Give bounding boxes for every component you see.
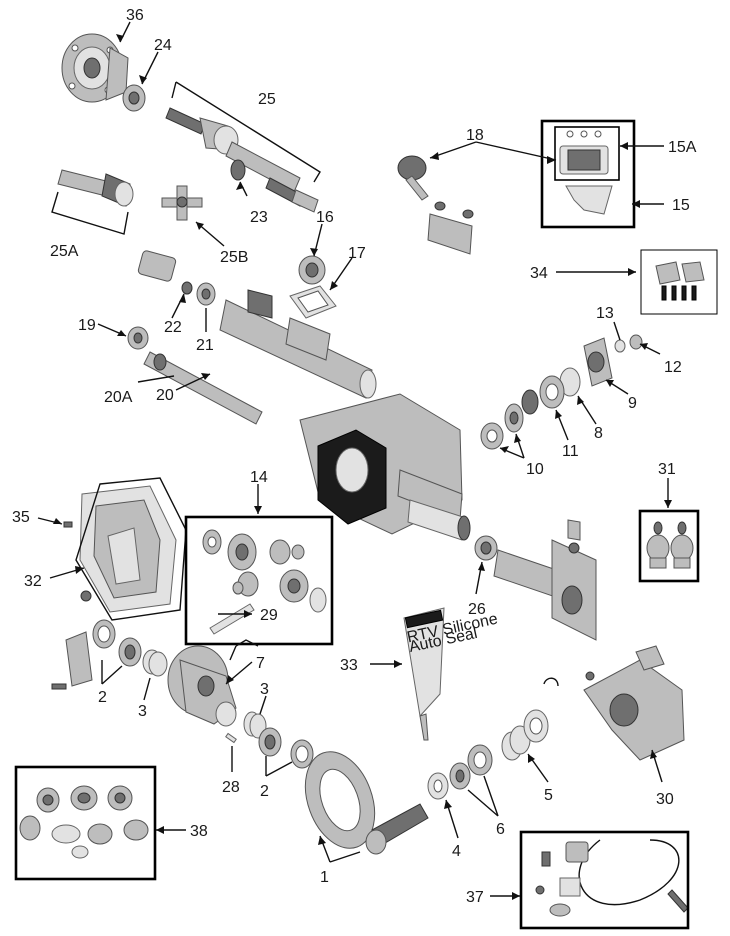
axle-tube-bushing [298,255,326,285]
callout-20a: 20A [104,389,133,406]
master-overhaul-kit-box [14,765,157,881]
rtv-silicone-tube: RTV Silicone Auto Seal [403,607,499,741]
outer-axle-shaft [165,107,319,213]
inner-axle-shaft [57,169,134,207]
callout-3-left: 3 [138,703,147,720]
callout-16: 16 [316,209,334,226]
callout-31: 31 [658,461,676,478]
cover-bolt [63,521,73,528]
callout-19: 19 [78,317,96,334]
shift-fork-inner-box [554,126,620,181]
callout-4: 4 [452,843,461,860]
snap-ring [543,677,559,687]
spider-gear-kit-parts [202,529,327,635]
callout-13: 13 [596,305,614,322]
side-bearing-cap [51,631,93,690]
callout-8: 8 [594,425,603,442]
pinion-bearing-races [449,744,493,790]
u-joint-cross [161,185,203,221]
vacuum-shift-motor [397,155,474,255]
ring-and-pinion-gear-set [304,751,429,855]
shift-fork-kit-box [540,119,636,229]
callout-1: 1 [320,869,329,886]
vacuum-disconnect-kit-parts [535,839,689,917]
callout-36: 36 [126,7,144,24]
callout-30: 30 [656,791,674,808]
callout-9: 9 [628,395,637,412]
roll-pin [225,732,237,744]
callout-14: 14 [250,469,268,486]
bearing-cap-kit-parts [655,261,705,301]
callout-15a: 15A [668,139,697,156]
differential-case [167,645,237,727]
callout-33: 33 [340,657,358,674]
pinion-depth-shim [427,772,449,800]
callout-28: 28 [222,779,240,796]
ball-joints [646,521,694,569]
callout-26: 26 [468,601,486,618]
callout-24: 24 [154,37,172,54]
callout-29: 29 [260,607,278,624]
shift-fork-kit-parts [559,130,613,215]
callout-35: 35 [12,509,30,526]
hub-bearing-assembly [61,33,129,103]
callout-10: 10 [526,461,544,478]
axle-tube-assembly [219,289,377,399]
axle-shaft-seal [122,84,146,112]
callout-3-right: 3 [260,681,269,698]
vacuum-motor-gasket [289,285,337,319]
callout-20: 20 [156,387,174,404]
differential-side-bearings-right [243,711,314,769]
master-overhaul-kit-parts [19,785,149,859]
crush-sleeve [501,709,549,761]
differential-housing [299,393,471,541]
arrowheads [53,34,672,900]
callout-15: 15 [672,197,690,214]
spider-gear-kit-box [184,515,334,646]
stub-shaft-seal [230,159,246,181]
callout-6: 6 [496,821,505,838]
callout-37: 37 [466,889,484,906]
callout-5: 5 [544,787,553,804]
callout-22: 22 [164,319,182,336]
bearing-cap-kit-box [640,249,718,315]
callout-12: 12 [664,359,682,376]
callout-25a: 25A [50,243,79,260]
callout-25b: 25B [220,249,248,266]
callout-32: 32 [24,573,42,590]
steering-knuckle [583,645,685,761]
callout-7: 7 [256,655,265,672]
differential-cover [75,477,187,621]
callout-21: 21 [196,337,214,354]
intermediate-shaft-bearings [127,250,216,350]
differential-side-bearings-left [92,619,168,677]
callout-38: 38 [190,823,208,840]
callout-34: 34 [530,265,548,282]
callout-11: 11 [562,443,579,460]
vacuum-disconnect-kit-box [519,830,690,930]
callout-18: 18 [466,127,484,144]
inner-axle-seal [474,535,498,561]
callout-25: 25 [258,91,276,108]
passenger-side-axle-tube [493,519,597,641]
callout-17: 17 [348,245,366,262]
pinion-yoke [583,334,643,387]
callout-2-left: 2 [98,689,107,706]
intermediate-shaft [143,351,263,425]
ball-joint-kit-box [638,509,700,583]
callout-2-right: 2 [260,783,269,800]
pinion-bearings-and-seal [480,367,581,450]
callout-23: 23 [250,209,268,226]
